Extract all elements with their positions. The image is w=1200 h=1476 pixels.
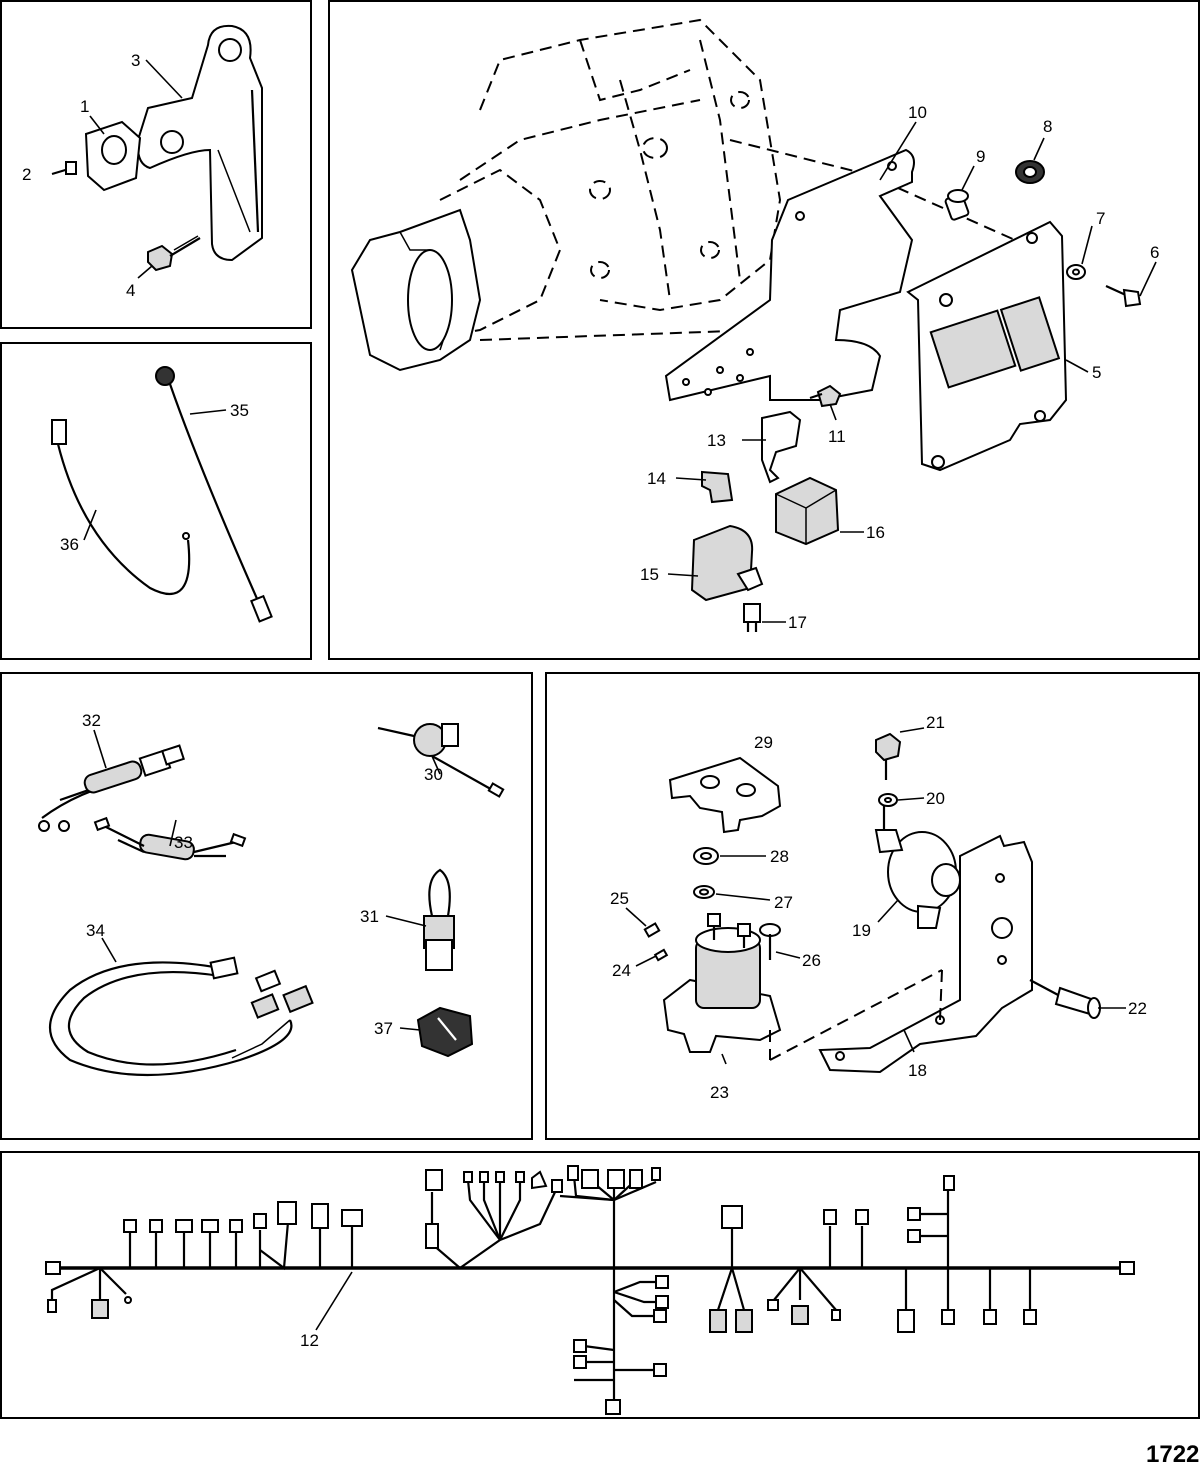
washer-27 bbox=[693, 885, 715, 899]
callout-19: 19 bbox=[852, 921, 871, 940]
callout-31: 31 bbox=[360, 907, 379, 926]
screw-2 bbox=[51, 161, 77, 176]
washer-24 bbox=[653, 948, 669, 962]
harness-33 bbox=[93, 816, 247, 861]
bolt-4 bbox=[147, 235, 201, 272]
callout-22: 22 bbox=[1128, 999, 1147, 1018]
callout-27: 27 bbox=[774, 893, 793, 912]
callout-9: 9 bbox=[976, 147, 985, 166]
callouts-sensor-panel: 35 36 bbox=[60, 401, 249, 554]
callout-13: 13 bbox=[707, 431, 726, 450]
washer-7 bbox=[1066, 264, 1086, 280]
solenoid-23 bbox=[662, 913, 782, 1053]
callout-1: 1 bbox=[80, 97, 89, 116]
page-number: 1722 bbox=[1146, 1441, 1199, 1468]
callout-24: 24 bbox=[612, 961, 631, 980]
callout-28: 28 bbox=[770, 847, 789, 866]
terminal-cover-29 bbox=[668, 756, 782, 834]
callouts-main-harness-panel: 12 bbox=[300, 1271, 353, 1350]
callout-17: 17 bbox=[788, 613, 807, 632]
callouts-solenoid-panel: 29 21 20 28 27 25 26 24 19 22 23 18 bbox=[610, 713, 1147, 1102]
engine-harness bbox=[45, 1165, 1135, 1415]
callout-23: 23 bbox=[710, 1083, 729, 1102]
callout-2: 2 bbox=[22, 165, 31, 184]
ecm-bracket bbox=[664, 148, 915, 402]
callout-10: 10 bbox=[908, 103, 927, 122]
relay-bracket-13 bbox=[761, 410, 802, 484]
callouts-bracket-panel: 3 1 2 4 bbox=[22, 51, 183, 300]
callout-14: 14 bbox=[647, 469, 666, 488]
jumper-plug-31 bbox=[423, 868, 455, 971]
sensor-lead-36 bbox=[51, 419, 191, 596]
nut-28 bbox=[693, 847, 719, 865]
fuse-17 bbox=[743, 603, 761, 632]
callout-11: 11 bbox=[828, 427, 846, 446]
solenoid-19 bbox=[874, 800, 961, 929]
bolt-21 bbox=[875, 732, 902, 780]
callout-7: 7 bbox=[1096, 209, 1105, 228]
callout-15: 15 bbox=[640, 565, 659, 584]
harness-34 bbox=[48, 956, 314, 1077]
callout-5: 5 bbox=[1092, 363, 1101, 382]
callout-8: 8 bbox=[1043, 117, 1052, 136]
clamp bbox=[84, 120, 142, 192]
callout-37: 37 bbox=[374, 1019, 393, 1038]
nut-25 bbox=[643, 922, 661, 938]
callout-30: 30 bbox=[424, 765, 443, 784]
callout-3: 3 bbox=[131, 51, 140, 70]
callouts-ecm-panel: 10 8 9 7 6 5 11 13 14 16 15 17 bbox=[640, 103, 1159, 632]
callouts-harness-kit-panel: 32 33 34 30 31 37 bbox=[82, 711, 443, 1038]
callout-18: 18 bbox=[908, 1061, 927, 1080]
callout-25: 25 bbox=[610, 889, 629, 908]
washer-20 bbox=[878, 793, 898, 807]
main-harness-panel bbox=[0, 1151, 1200, 1419]
callout-29: 29 bbox=[754, 733, 773, 752]
spacer-9 bbox=[944, 189, 970, 221]
callout-21: 21 bbox=[926, 713, 945, 732]
connector-37 bbox=[416, 1006, 474, 1058]
harness-kit-panel bbox=[0, 672, 533, 1140]
clip-14 bbox=[701, 470, 734, 504]
callout-32: 32 bbox=[82, 711, 101, 730]
transmission-housing bbox=[350, 18, 1061, 372]
callout-26: 26 bbox=[802, 951, 821, 970]
relay-16 bbox=[775, 476, 840, 546]
bracket-18 bbox=[769, 834, 1033, 1074]
screw-11 bbox=[809, 384, 842, 408]
callout-34: 34 bbox=[86, 921, 105, 940]
ecm-module bbox=[906, 220, 1068, 472]
mounting-bracket bbox=[136, 24, 263, 262]
screw-26 bbox=[759, 923, 781, 960]
callout-35: 35 bbox=[230, 401, 249, 420]
fuse-holder-15 bbox=[690, 524, 764, 602]
callout-33: 33 bbox=[174, 833, 193, 852]
knock-sensor-35 bbox=[155, 366, 273, 623]
sensor-30 bbox=[377, 723, 505, 798]
bolt-6 bbox=[1105, 284, 1142, 308]
callout-6: 6 bbox=[1150, 243, 1159, 262]
grommet-8 bbox=[1015, 160, 1045, 184]
callout-36: 36 bbox=[60, 535, 79, 554]
screw-22 bbox=[1029, 979, 1101, 1019]
harness-32 bbox=[38, 744, 185, 832]
callout-16: 16 bbox=[866, 523, 885, 542]
callout-20: 20 bbox=[926, 789, 945, 808]
callout-4: 4 bbox=[126, 281, 135, 300]
callout-12: 12 bbox=[300, 1331, 319, 1350]
